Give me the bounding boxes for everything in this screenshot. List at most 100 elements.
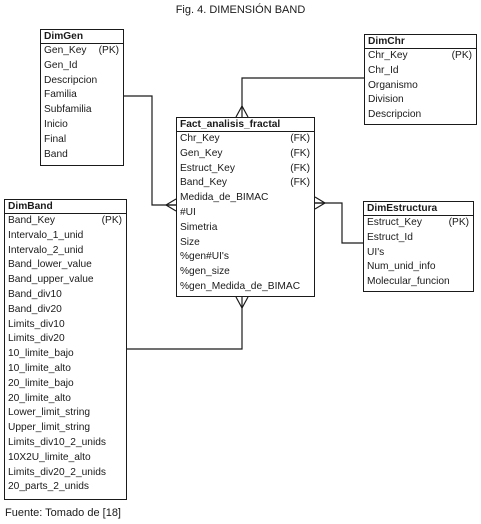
field-name: Lower_limit_string xyxy=(8,407,91,419)
field-row: Estruct_Key(FK) xyxy=(177,162,314,177)
field-key-type: (PK) xyxy=(451,50,472,61)
field-row: Band xyxy=(41,148,123,163)
field-key-type: (PK) xyxy=(448,217,469,228)
field-key-type: (PK) xyxy=(101,215,122,226)
field-row: Chr_Key(PK) xyxy=(365,49,476,64)
crowsfoot-dimgen xyxy=(165,198,177,212)
field-row: Num_unid_info xyxy=(364,260,473,275)
field-row: #UI xyxy=(177,206,314,221)
field-row: Estruct_Key(PK) xyxy=(364,216,473,231)
field-name: 10X2U_limite_alto xyxy=(8,451,91,463)
field-name: %gen#UI's xyxy=(180,251,229,263)
field-name: Chr_Key xyxy=(180,133,220,144)
field-name: %gen_Medida_de_BIMAC xyxy=(180,280,301,292)
field-row: 10_limite_alto xyxy=(5,362,126,377)
field-name: Estruct_Id xyxy=(367,231,413,243)
field-key-type: (FK) xyxy=(290,177,310,189)
field-name: %gen_size xyxy=(180,266,230,278)
field-name: 10_limite_bajo xyxy=(8,348,74,360)
field-name: #UI xyxy=(180,206,196,218)
crowsfoot-dimchr xyxy=(235,105,249,118)
field-name: Limits_div10_2_unids xyxy=(8,436,106,448)
field-row: Estruct_Id xyxy=(364,231,473,246)
field-name: Descripcion xyxy=(44,74,98,86)
field-name: Gen_Key xyxy=(44,45,87,56)
field-row: Gen_Id xyxy=(41,59,123,74)
field-row: %gen_Medida_de_BIMAC xyxy=(177,280,314,295)
field-row: Gen_Key (FK) xyxy=(177,147,314,162)
field-name: Chr_Id xyxy=(368,64,399,76)
field-row: Band_div10 xyxy=(5,288,126,303)
field-row: Band_lower_value xyxy=(5,258,126,273)
field-name: Band_lower_value xyxy=(8,259,92,271)
field-name: 10_limite_alto xyxy=(8,362,71,374)
field-name: Band_Key xyxy=(180,177,228,189)
field-name: Band_div10 xyxy=(8,288,62,300)
field-name: Simetria xyxy=(180,221,218,233)
field-name: Subfamilia xyxy=(44,104,92,116)
link-dimband-fact xyxy=(127,297,243,350)
field-row: Limits_div10 xyxy=(5,318,126,333)
field-name: Band_upper_value xyxy=(8,274,94,286)
field-row: Limits_div20_2_unids xyxy=(5,466,126,481)
field-name: Descripcion xyxy=(368,109,422,121)
field-row: 20_limite_alto xyxy=(5,392,126,407)
field-name: Intervalo_1_unid xyxy=(8,229,84,241)
link-dimgen-fact xyxy=(124,95,176,206)
field-name: Band_Key xyxy=(8,215,56,226)
field-name: Final xyxy=(44,133,67,145)
entity-name: DimGen xyxy=(41,30,123,44)
field-name: Organismo xyxy=(368,79,418,91)
field-name: Molecular_funcion xyxy=(367,276,450,288)
figure-title: Fig. 4. DIMENSIÓN BAND xyxy=(175,4,306,16)
field-row: %gen_size xyxy=(177,265,314,280)
field-row: 10X2U_limite_alto xyxy=(5,451,126,466)
field-name: Upper_limit_string xyxy=(8,422,91,434)
entity-name: DimEstructura xyxy=(364,202,473,216)
field-row: Descripcion xyxy=(41,74,123,89)
field-row: Band_Key (PK) xyxy=(5,214,126,229)
field-name: Band xyxy=(44,148,68,160)
field-row: Intervalo_1_unid xyxy=(5,229,126,244)
field-row: UI's xyxy=(364,246,473,261)
field-row: Familia xyxy=(41,88,123,103)
field-row: Chr_Id xyxy=(365,64,476,79)
field-name: Division xyxy=(368,94,404,106)
field-key-type: (FK) xyxy=(290,133,310,144)
field-name: Medida_de_BIMAC xyxy=(180,192,269,204)
field-row: Subfamilia xyxy=(41,103,123,118)
field-row: Upper_limit_string xyxy=(5,421,126,436)
field-name: Gen_Id xyxy=(44,59,78,71)
field-row: %gen#UI's xyxy=(177,250,314,265)
field-key-type: (PK) xyxy=(98,45,119,56)
field-key-type: (FK) xyxy=(290,147,310,159)
field-name: Inicio xyxy=(44,118,68,130)
field-name: Limits_div10 xyxy=(8,318,65,330)
field-row: Inicio xyxy=(41,118,123,133)
entity-name: Fact_analisis_fractal xyxy=(177,118,314,132)
field-row: Division xyxy=(365,93,476,108)
field-row: Simetria xyxy=(177,221,314,236)
field-name: Familia xyxy=(44,89,77,101)
field-row: Gen_Key (PK) xyxy=(41,44,123,59)
field-row: Lower_limit_string xyxy=(5,406,126,421)
field-row: Descripcion xyxy=(365,108,476,123)
crowsfoot-dimband xyxy=(235,296,249,309)
field-row: Size xyxy=(177,236,314,251)
field-row: Limits_div10_2_unids xyxy=(5,436,126,451)
field-name: Gen_Key xyxy=(180,147,223,159)
field-name: Size xyxy=(180,236,200,248)
entity-name: DimChr xyxy=(365,35,476,49)
field-name: Limits_div20_2_unids xyxy=(8,466,106,478)
field-row: Intervalo_2_unid xyxy=(5,244,126,259)
field-name: 20_limite_alto xyxy=(8,392,71,404)
field-row: Band_div20 xyxy=(5,303,126,318)
field-row: Band_upper_value xyxy=(5,273,126,288)
field-row: Organismo xyxy=(365,79,476,94)
crowsfoot-dimestructura xyxy=(314,196,326,210)
